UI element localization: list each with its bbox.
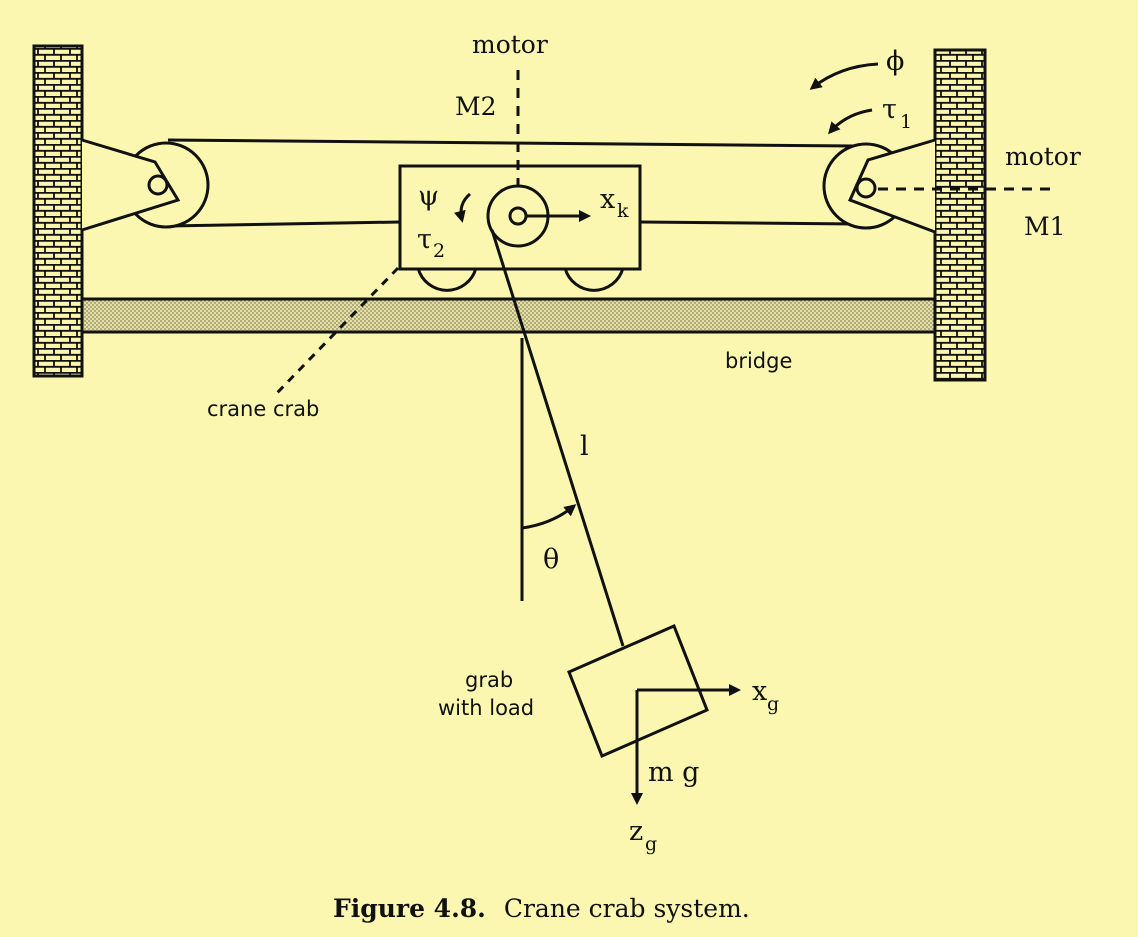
phi-arrow: [809, 62, 879, 90]
cable: [490, 229, 625, 647]
cable-length-label: l: [580, 431, 589, 462]
right-pulley: [822, 138, 936, 234]
m1-label: M1: [1024, 212, 1066, 241]
crane-crab-label: crane crab: [207, 397, 319, 421]
grab-label-line2: with load: [438, 696, 534, 720]
xg-subscript: g: [767, 693, 779, 715]
crab-wheels: [416, 267, 625, 292]
figure-number: Figure 4.8.: [333, 894, 486, 923]
grab-label-line1: grab: [465, 668, 513, 692]
xk-label: x: [600, 184, 615, 215]
tau1-subscript: 1: [900, 111, 912, 133]
belt: [167, 138, 858, 228]
motor-top-label: motor: [472, 30, 548, 59]
theta-arc: [521, 504, 577, 530]
motor-right-label: motor: [1005, 142, 1081, 171]
left-pulley: [81, 138, 210, 232]
phi-label: ϕ: [886, 46, 904, 77]
tau1-arrow: [828, 108, 873, 135]
bridge-rail: [80, 297, 937, 334]
mg-label: m g: [648, 757, 699, 788]
right-wall: [933, 48, 987, 382]
m2-label: M2: [455, 92, 497, 121]
tau1-label: τ: [882, 94, 897, 125]
zg-label: z: [629, 816, 643, 847]
tau2-subscript: 2: [433, 240, 445, 262]
figure-title: Crane crab system.: [504, 894, 750, 923]
bridge-label: bridge: [725, 349, 792, 373]
theta-label: θ: [543, 544, 559, 575]
left-wall: [32, 44, 84, 378]
psi-arrow: [453, 192, 472, 223]
zg-subscript: g: [645, 833, 657, 855]
psi-label: ψ: [418, 181, 439, 212]
tau2-label: τ: [417, 224, 432, 255]
xk-subscript: k: [617, 200, 629, 222]
xg-label: x: [752, 676, 767, 707]
figure-caption: Figure 4.8. Crane crab system.: [333, 894, 750, 923]
